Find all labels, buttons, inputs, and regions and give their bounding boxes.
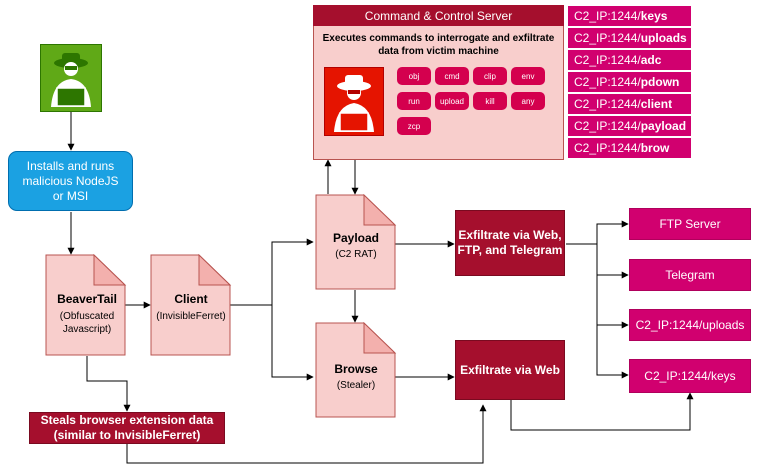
c2-endpoint-client: C2_IP:1244/client: [567, 93, 692, 115]
arrow-client-to-payload: [230, 238, 314, 306]
payload-title: Payload: [332, 231, 380, 245]
exfil-web-box: Exfiltrate via Web: [455, 340, 565, 400]
endpoint-prefix: C2_IP:1244/: [574, 119, 641, 133]
hacker-icon: [40, 44, 102, 112]
c2-server-title: Command & Control Server: [313, 5, 564, 26]
endpoint-prefix: C2_IP:1244/: [574, 31, 641, 45]
cmd-env: env: [511, 67, 545, 85]
payload-label-group: Payload (C2 RAT): [314, 231, 398, 261]
arrow-steals-to-exfil: [126, 404, 487, 464]
arrow-exfil-to-uploads: [596, 275, 629, 329]
destination-label: FTP Server: [659, 217, 721, 231]
browse-label-group: Browse (Stealer): [314, 362, 398, 392]
c2-server-panel: Command & Control Server Executes comman…: [313, 5, 564, 160]
exfil-line2: FTP, and Telegram: [457, 243, 563, 257]
endpoint-path: uploads: [640, 31, 687, 45]
destination-c2-keys: C2_IP:1244/keys: [629, 359, 751, 393]
destination-c2-uploads: C2_IP:1244/uploads: [629, 309, 751, 341]
cmd-any: any: [511, 92, 545, 110]
destination-ftp-server: FTP Server: [629, 208, 751, 240]
cmd-run: run: [397, 92, 431, 110]
steals-line1: Steals browser extension data: [40, 413, 214, 427]
endpoint-path: payload: [640, 119, 687, 133]
c2-desc-line2: data from victim machine: [378, 46, 499, 57]
cmd-zcp: zcp: [397, 117, 431, 135]
browse-title: Browse: [334, 362, 378, 376]
client-sub: (InvisibleFerret): [156, 311, 226, 322]
cmd-clip: clip: [473, 67, 507, 85]
c2-desc-line1: Executes commands to interrogate and exf…: [322, 33, 555, 44]
exfil-line1: Exfiltrate via Web,: [458, 228, 562, 242]
endpoint-path: client: [640, 97, 673, 111]
endpoint-path: adc: [640, 53, 662, 67]
arrow-exfil-to-keys: [596, 325, 629, 379]
steals-box: Steals browser extension data (similar t…: [29, 412, 225, 444]
arrow-client-to-browse: [271, 305, 314, 381]
arrow-exfil-to-telegram: [596, 244, 629, 279]
c2-endpoint-adc: C2_IP:1244/adc: [567, 49, 692, 71]
beavertail-sub2: Javascript): [62, 324, 112, 335]
beavertail-sub1: (Obfuscated: [59, 311, 115, 322]
arrow-beavertail-to-steals: [86, 356, 131, 412]
exfil-web-text: Exfiltrate via Web: [460, 362, 560, 377]
client-title: Client: [174, 292, 208, 306]
destination-label: Telegram: [665, 268, 715, 282]
destination-label: C2_IP:1244/uploads: [635, 318, 745, 332]
beavertail-label-group: BeaverTail (Obfuscated Javascript): [46, 292, 128, 336]
c2-endpoint-payload: C2_IP:1244/payload: [567, 115, 692, 137]
endpoint-path: brow: [640, 141, 670, 155]
installer-text: Installs and runs malicious NodeJS or MS…: [22, 158, 119, 203]
endpoint-prefix: C2_IP:1244/: [574, 9, 641, 23]
c2-endpoint-keys: C2_IP:1244/keys: [567, 5, 692, 27]
payload-sub: (C2 RAT): [335, 249, 377, 260]
arrow-exfil-to-ftp: [566, 220, 629, 245]
browse-sub: (Stealer): [336, 380, 376, 391]
installer-box: Installs and runs malicious NodeJS or MS…: [8, 151, 133, 211]
steals-line2: (similar to InvisibleFerret): [53, 428, 201, 442]
endpoint-prefix: C2_IP:1244/: [574, 53, 641, 67]
arrow-exfil-web-to-keys: [510, 392, 694, 431]
endpoint-prefix: C2_IP:1244/: [574, 97, 641, 111]
cmd-obj: obj: [397, 67, 431, 85]
client-label-group: Client (InvisibleFerret): [149, 292, 233, 323]
c2-server-description: Executes commands to interrogate and exf…: [314, 32, 563, 58]
destination-label: C2_IP:1244/keys: [644, 369, 736, 383]
beavertail-title: BeaverTail: [57, 292, 117, 306]
endpoint-path: keys: [640, 9, 668, 23]
exfil-web-ftp-telegram-box: Exfiltrate via Web, FTP, and Telegram: [455, 210, 565, 276]
cmd-kill: kill: [473, 92, 507, 110]
cmd-cmd: cmd: [435, 67, 469, 85]
c2-endpoint-uploads: C2_IP:1244/uploads: [567, 27, 692, 49]
c2-hacker-icon: [324, 67, 384, 136]
c2-endpoint-brow: C2_IP:1244/brow: [567, 137, 692, 159]
endpoint-prefix: C2_IP:1244/: [574, 141, 641, 155]
cmd-upload: upload: [435, 92, 469, 110]
c2-endpoint-pdown: C2_IP:1244/pdown: [567, 71, 692, 93]
endpoint-path: pdown: [640, 75, 680, 89]
endpoint-prefix: C2_IP:1244/: [574, 75, 641, 89]
destination-telegram: Telegram: [629, 259, 751, 291]
